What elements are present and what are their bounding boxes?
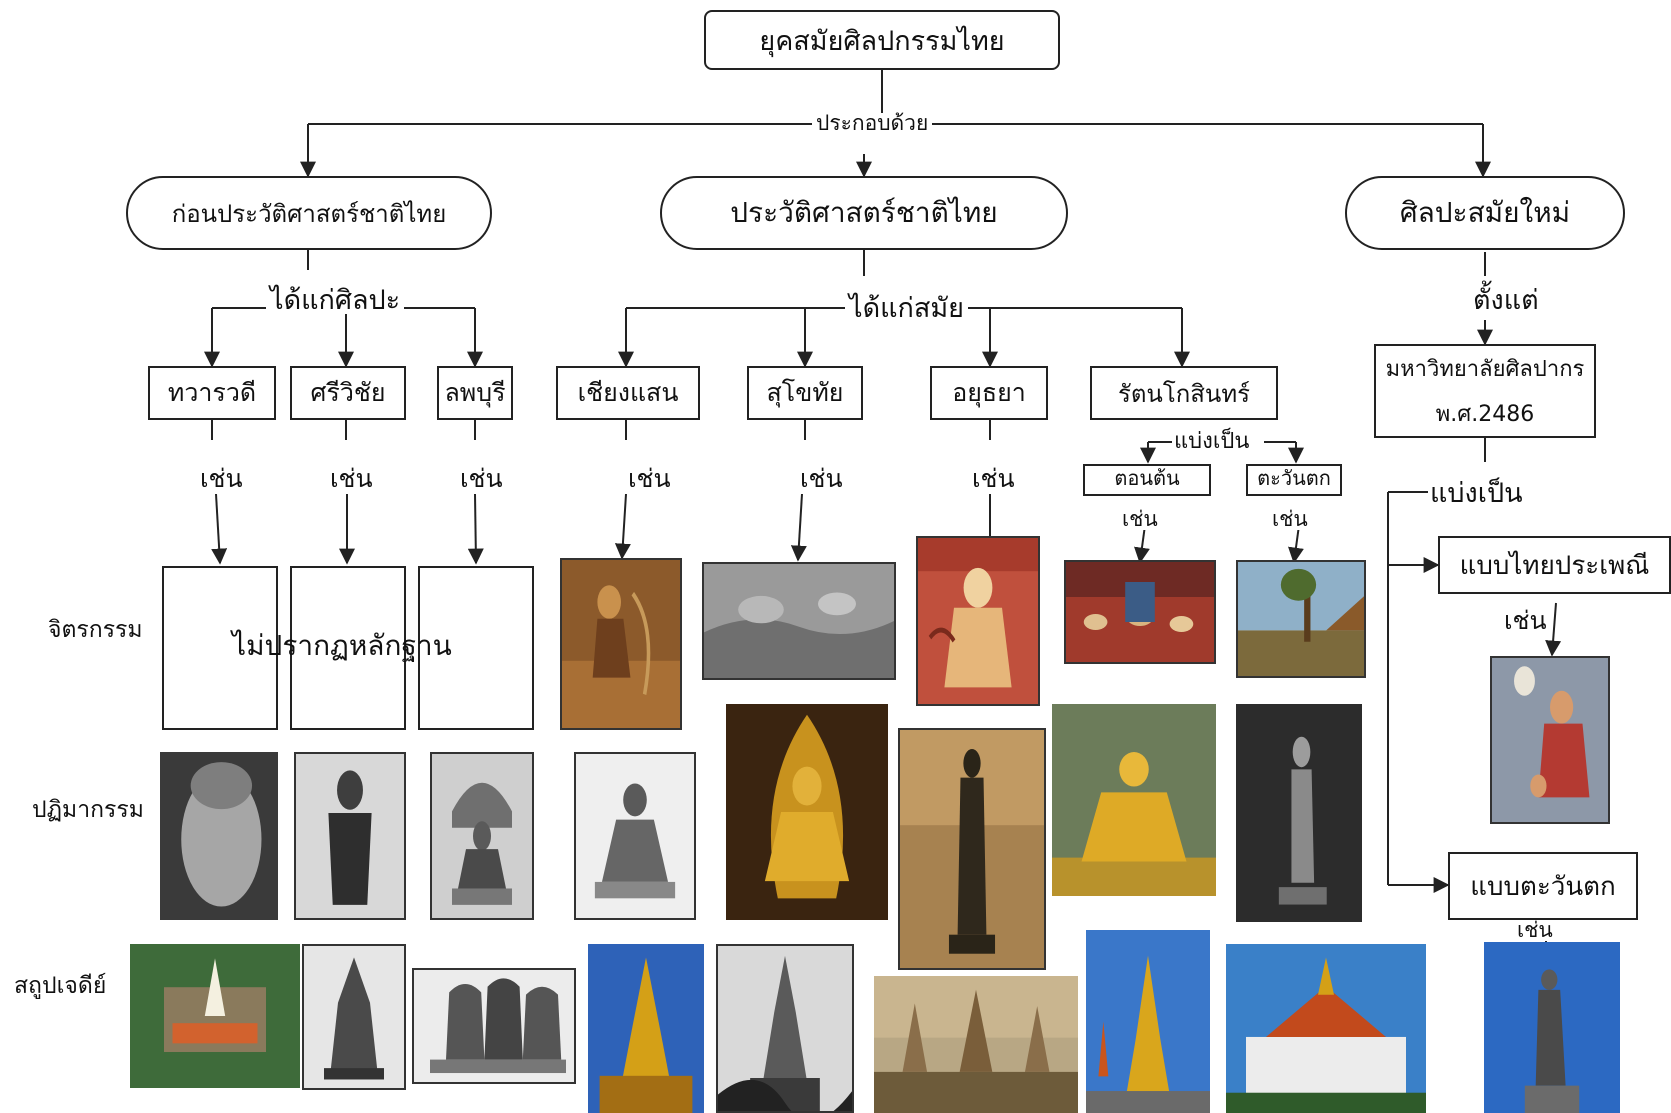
rattanakosin-early-box: ตอนต้น bbox=[1083, 464, 1211, 496]
school-lopburi: ลพบุรี bbox=[437, 366, 513, 420]
modern-connector-label: ตั้งแต่ bbox=[1471, 285, 1541, 316]
sculpture-photo-sukhothai bbox=[726, 704, 888, 920]
sculpture-photo-ayutthaya bbox=[898, 728, 1046, 970]
modern-western-box: แบบตะวันตก bbox=[1448, 852, 1638, 920]
example-label-chiang-saen: เช่น bbox=[624, 466, 675, 491]
root-connector-label: ประกอบด้วย bbox=[812, 113, 933, 134]
stupa-photo-ayutthaya bbox=[874, 976, 1078, 1113]
school-ayutthaya: อยุธยา bbox=[930, 366, 1048, 420]
painting-photo-rattanakosin-west bbox=[1236, 560, 1366, 678]
example-label-ayutthaya: เช่น bbox=[968, 466, 1019, 491]
sculpture-photo-lopburi bbox=[430, 752, 534, 920]
era-modern: ศิลปะสมัยใหม่ bbox=[1345, 176, 1625, 250]
sculpture-photo-chiang-saen bbox=[574, 752, 696, 920]
stupa-photo-chiang-saen bbox=[588, 944, 704, 1113]
sculpture-photo-srivijaya bbox=[294, 752, 406, 920]
prehistoric-connector-label: ได้แก่ศิลปะ bbox=[266, 287, 405, 314]
painting-placeholder-lopburi bbox=[418, 566, 534, 730]
stupa-photo-lopburi bbox=[412, 968, 576, 1084]
painting-placeholder-dvaravati bbox=[162, 566, 278, 730]
silpakorn-university-label: มหาวิทยาลัยศิลปากร bbox=[1385, 357, 1585, 382]
example-label-traditional: เช่น bbox=[1500, 608, 1551, 633]
rattanakosin-west-box: ตะวันตก bbox=[1246, 464, 1342, 496]
example-label-western: เช่น bbox=[1517, 918, 1553, 942]
school-dvaravati: ทวารวดี bbox=[148, 366, 276, 420]
example-label-dvaravati: เช่น bbox=[196, 466, 247, 491]
era-history: ประวัติศาสตร์ชาติไทย bbox=[660, 176, 1068, 250]
painting-photo-chiang-saen bbox=[560, 558, 682, 730]
painting-photo-modern-traditional bbox=[1490, 656, 1610, 824]
silpakorn-university-box: มหาวิทยาลัยศิลปากร พ.ศ.2486 bbox=[1374, 344, 1596, 438]
no-evidence-label: ไม่ปรากฏหลักฐาน bbox=[232, 629, 452, 662]
school-rattanakosin: รัตนโกสินทร์ bbox=[1090, 366, 1278, 420]
modern-divide-label: แบ่งเป็น bbox=[1428, 478, 1525, 509]
row-label-sculpture: ปฏิมากรรม bbox=[32, 797, 144, 823]
painting-photo-ayutthaya bbox=[916, 536, 1040, 706]
example-label-rattanakosin-early: เช่น bbox=[1122, 507, 1158, 531]
example-label-srivijaya: เช่น bbox=[326, 466, 377, 491]
modern-traditional-box: แบบไทยประเพณี bbox=[1438, 536, 1671, 594]
example-label-rattanakosin-west: เช่น bbox=[1272, 507, 1308, 531]
stupa-photo-sukhothai bbox=[716, 944, 854, 1113]
stupa-photo-modern-western bbox=[1484, 942, 1620, 1113]
silpakorn-year-label: พ.ศ.2486 bbox=[1435, 402, 1535, 427]
stupa-photo-rattanakosin-early bbox=[1086, 930, 1210, 1113]
row-label-stupa: สถูปเจดีย์ bbox=[14, 973, 107, 999]
era-prehistoric: ก่อนประวัติศาสตร์ชาติไทย bbox=[126, 176, 492, 250]
example-label-sukhothai: เช่น bbox=[796, 466, 847, 491]
stupa-photo-dvaravati bbox=[130, 944, 300, 1088]
sculpture-photo-dvaravati bbox=[160, 752, 278, 920]
painting-photo-rattanakosin-early bbox=[1064, 560, 1216, 664]
school-srivijaya: ศรีวิชัย bbox=[290, 366, 406, 420]
rattanakosin-divide-label: แบ่งเป็น bbox=[1172, 429, 1252, 454]
painting-placeholder-srivijaya bbox=[290, 566, 406, 730]
sculpture-photo-rattanakosin-west bbox=[1236, 704, 1362, 922]
painting-photo-sukhothai bbox=[702, 562, 896, 680]
school-chiang-saen: เชียงแสน bbox=[556, 366, 700, 420]
stupa-photo-rattanakosin-west bbox=[1226, 944, 1426, 1113]
example-label-lopburi: เช่น bbox=[456, 466, 507, 491]
stupa-photo-srivijaya bbox=[302, 944, 406, 1090]
sculpture-photo-rattanakosin-early bbox=[1052, 704, 1216, 896]
school-sukhothai: สุโขทัย bbox=[747, 366, 863, 420]
root-node: ยุคสมัยศิลปกรรมไทย bbox=[704, 10, 1060, 70]
history-connector-label: ได้แก่สมัย bbox=[845, 295, 968, 322]
row-label-painting: จิตรกรรม bbox=[48, 617, 143, 643]
